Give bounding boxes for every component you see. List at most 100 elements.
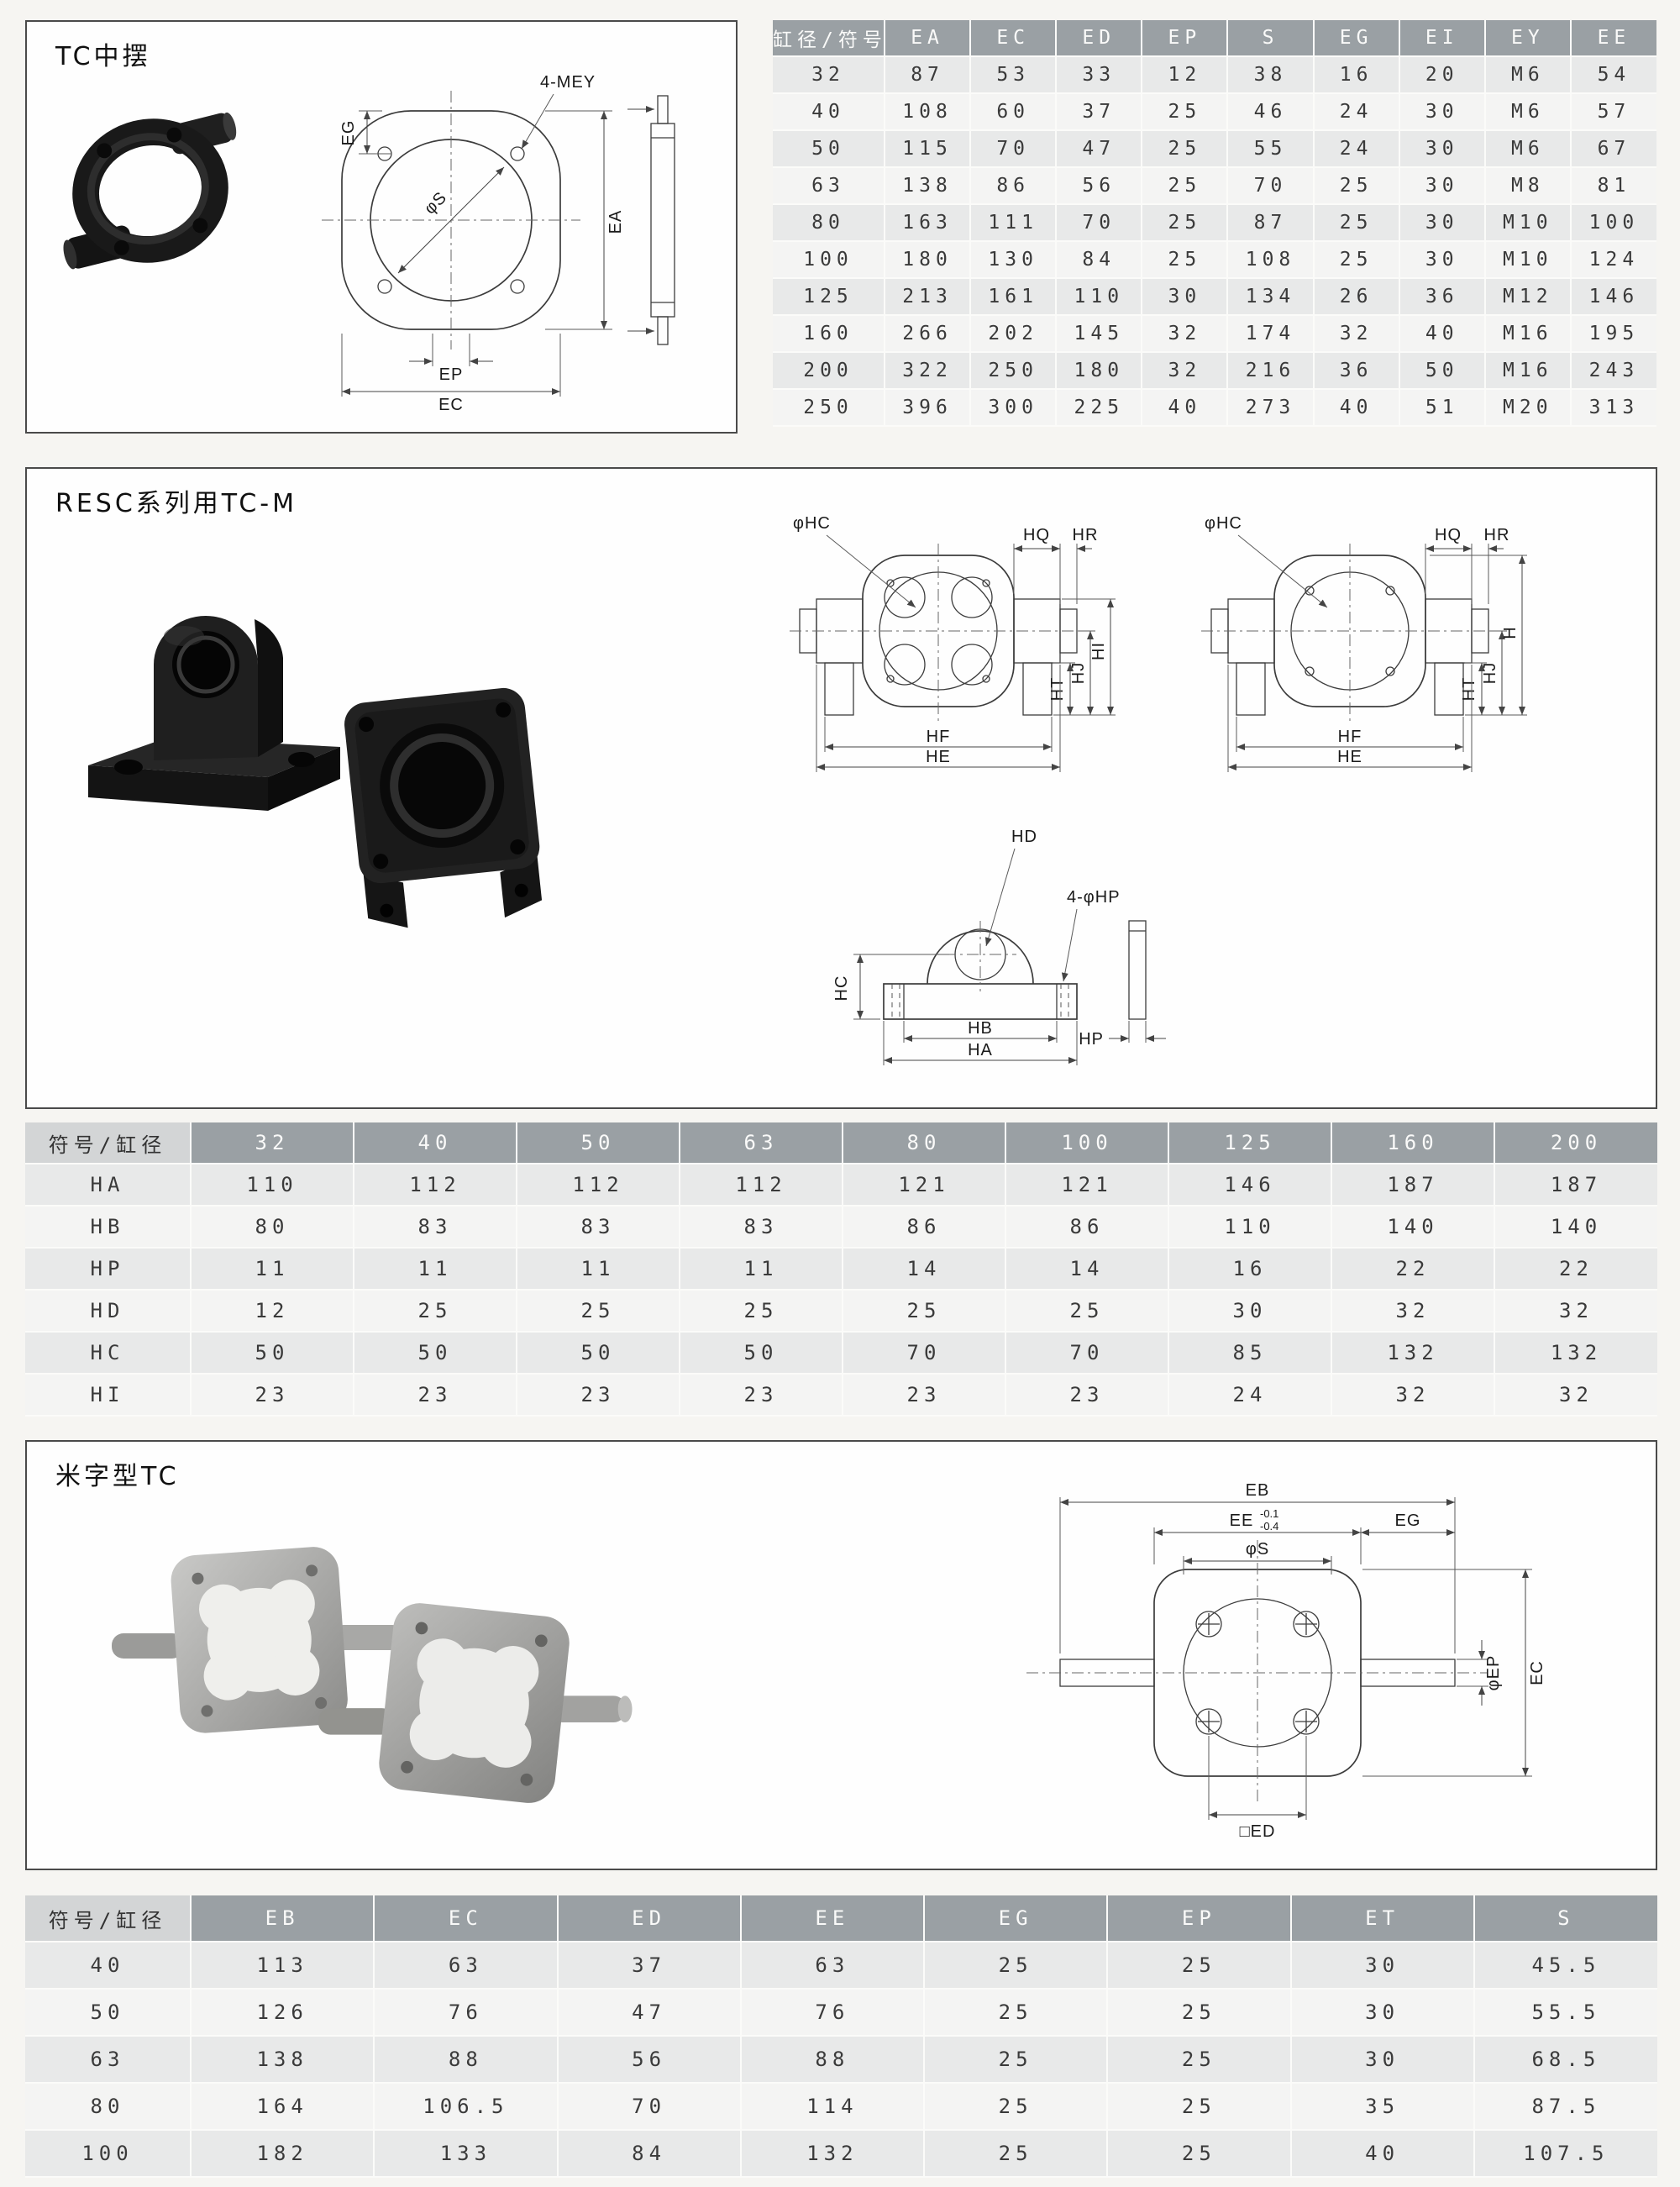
value-cell: 180 — [1056, 352, 1143, 390]
value-cell: 11 — [680, 1248, 843, 1291]
value-cell: 30 — [1168, 1290, 1332, 1333]
section-title-resc: RESC系列用TC-M — [55, 489, 298, 518]
value-cell: 56 — [1056, 167, 1143, 205]
value-cell: 195 — [1570, 315, 1656, 353]
value-cell: 108 — [1227, 241, 1315, 279]
value-cell: 50 — [517, 1332, 680, 1375]
value-cell: 133 — [374, 2130, 559, 2178]
column-header: 160 — [1331, 1122, 1495, 1164]
value-cell: 25 — [517, 1290, 680, 1333]
value-cell: 146 — [1168, 1164, 1332, 1207]
value-cell: 87 — [1227, 204, 1315, 242]
column-header: ED — [1056, 20, 1143, 57]
value-cell: 76 — [374, 1989, 559, 2037]
dim-label-hj: HJ — [1069, 662, 1088, 684]
value-cell: 16 — [1168, 1248, 1332, 1291]
dim-label-hq: HQ — [1023, 526, 1050, 544]
dim-label-hr2: HR — [1484, 526, 1510, 544]
value-cell: M16 — [1484, 315, 1572, 353]
value-cell: 25 — [1107, 1989, 1292, 2037]
value-cell: 187 — [1494, 1164, 1657, 1207]
value-cell: 26 — [1313, 278, 1400, 316]
value-cell: 115 — [885, 130, 972, 168]
column-header: ED — [557, 1895, 742, 1943]
value-cell: 57 — [1570, 93, 1656, 131]
dim-label-hi: HI — [1089, 642, 1108, 660]
value-cell: 88 — [740, 2036, 926, 2084]
value-cell: 100 — [1570, 204, 1656, 242]
value-cell: 86 — [843, 1206, 1006, 1249]
value-cell: M16 — [1484, 352, 1572, 390]
value-cell: 25 — [1142, 241, 1229, 279]
product-photo-mi-tc-2 — [318, 1603, 633, 1803]
value-cell: 70 — [1005, 1332, 1169, 1375]
value-cell: 23 — [517, 1374, 680, 1417]
value-cell: 25 — [1142, 130, 1229, 168]
value-cell: 12 — [191, 1290, 354, 1333]
column-header: S — [1473, 1895, 1657, 1943]
value-cell: 145 — [1056, 315, 1143, 353]
value-cell: 132 — [1494, 1332, 1657, 1375]
value-cell: 161 — [970, 278, 1058, 316]
value-cell: 110 — [1168, 1206, 1332, 1249]
value-cell: 273 — [1227, 389, 1315, 427]
dim-label-ha: HA — [968, 1041, 993, 1059]
value-cell: 266 — [885, 315, 972, 353]
value-cell: 23 — [843, 1374, 1006, 1417]
value-cell: 70 — [1056, 204, 1143, 242]
dim-label-phis: φS — [421, 188, 451, 218]
value-cell: 113 — [191, 1942, 375, 1990]
value-cell: 50 — [680, 1332, 843, 1375]
value-cell: 25 — [1107, 2036, 1292, 2084]
value-cell: 25 — [1313, 204, 1400, 242]
value-cell: M10 — [1484, 204, 1572, 242]
dim-label-hq2: HQ — [1435, 526, 1462, 544]
value-cell: 37 — [557, 1942, 742, 1990]
value-cell: 40 — [1399, 315, 1486, 353]
dim-label-ep: EP — [439, 365, 464, 384]
row-header-cell: 100 — [773, 241, 885, 279]
value-cell: 110 — [1056, 278, 1143, 316]
value-cell: 25 — [924, 1989, 1109, 2037]
column-header: EI — [1399, 20, 1486, 57]
value-cell: 32 — [1494, 1374, 1657, 1417]
value-cell: 40 — [1142, 389, 1229, 427]
value-cell: M12 — [1484, 278, 1572, 316]
column-header: EP — [1107, 1895, 1292, 1943]
value-cell: 60 — [970, 93, 1058, 131]
technical-drawing-mi-tc: EB EE -0.1 -0.4 EG φS φEP EC □ED — [1026, 1481, 1546, 1841]
dim-label-eb: EB — [1246, 1481, 1270, 1500]
value-cell: 11 — [354, 1248, 517, 1291]
row-header-cell: 125 — [773, 278, 885, 316]
value-cell: 55.5 — [1473, 1989, 1657, 2037]
dim-label-eg: EG — [339, 120, 358, 146]
value-cell: 36 — [1399, 278, 1486, 316]
value-cell: 87.5 — [1473, 2083, 1657, 2131]
column-header: EC — [374, 1895, 559, 1943]
section-mi-panel: 米字型TC — [25, 1440, 1657, 1870]
value-cell: 68.5 — [1473, 2036, 1657, 2084]
row-header-cell: 50 — [773, 130, 885, 168]
dim-label-php: 4-φHP — [1067, 888, 1121, 907]
value-cell: M6 — [1484, 93, 1572, 131]
dim-label-hc: HC — [832, 975, 851, 1001]
row-header-cell: 63 — [25, 2036, 192, 2084]
dim-label-ea: EA — [606, 210, 625, 234]
value-cell: 30 — [1399, 204, 1486, 242]
dim-label-ee-tol-lower: -0.4 — [1260, 1520, 1278, 1532]
value-cell: 23 — [680, 1374, 843, 1417]
value-cell: 12 — [1142, 56, 1229, 94]
value-cell: 138 — [191, 2036, 375, 2084]
dim-label-ee: EE — [1230, 1511, 1254, 1530]
dim-label-hj2: HJ — [1481, 662, 1499, 684]
value-cell: 32 — [1142, 352, 1229, 390]
value-cell: 25 — [1313, 167, 1400, 205]
value-cell: 24 — [1313, 93, 1400, 131]
value-cell: 11 — [517, 1248, 680, 1291]
column-header: S — [1227, 20, 1315, 57]
row-header-cell: 32 — [773, 56, 885, 94]
